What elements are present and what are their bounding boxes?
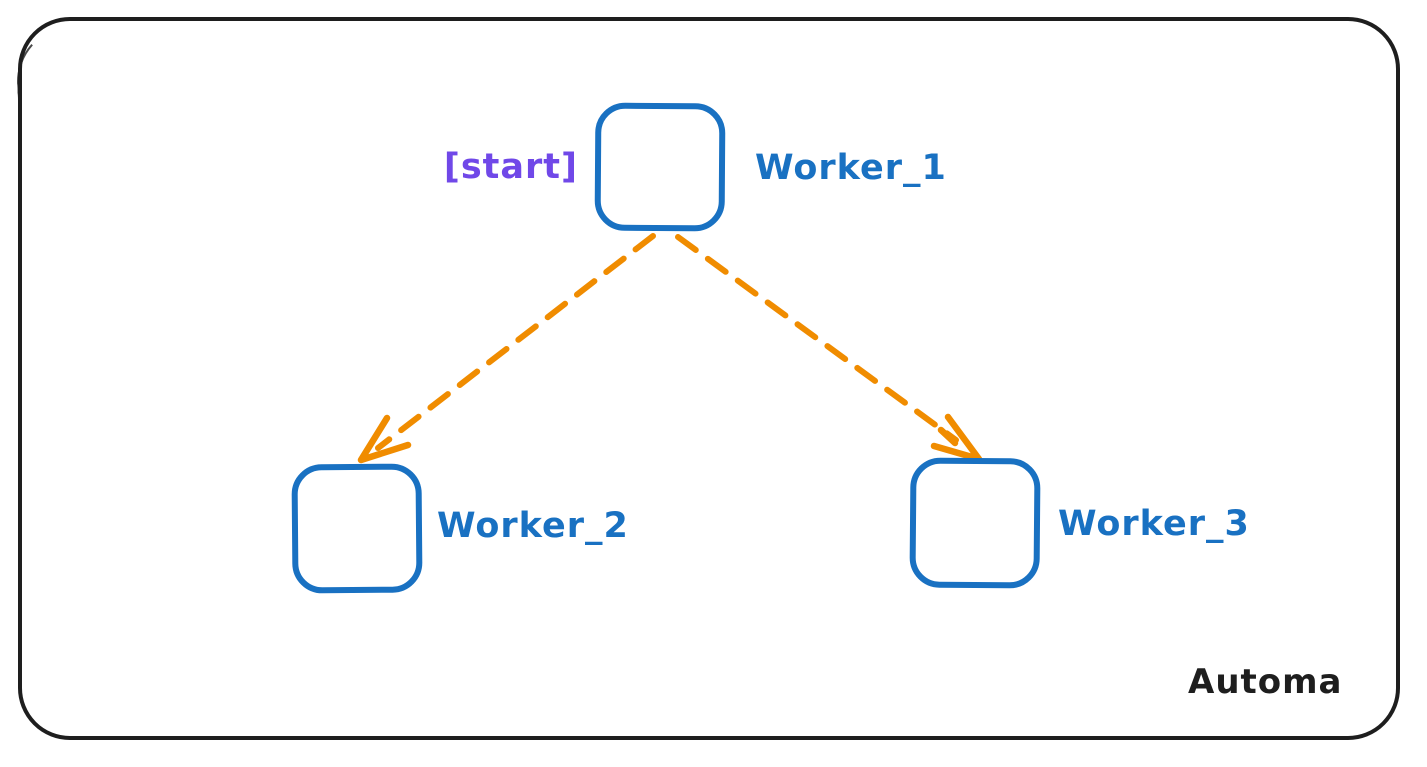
node-label-worker-2: Worker_2 (437, 506, 629, 546)
node-worker-2[interactable] (291, 463, 423, 594)
automa-watermark: Automa (1188, 662, 1343, 702)
node-label-worker-3: Worker_3 (1058, 504, 1250, 544)
node-worker-3[interactable] (909, 457, 1041, 589)
canvas-border-frame (18, 17, 1400, 740)
start-annotation: [start] (443, 147, 578, 187)
node-label-worker-1: Worker_1 (755, 148, 947, 188)
node-worker-1[interactable] (594, 102, 726, 232)
